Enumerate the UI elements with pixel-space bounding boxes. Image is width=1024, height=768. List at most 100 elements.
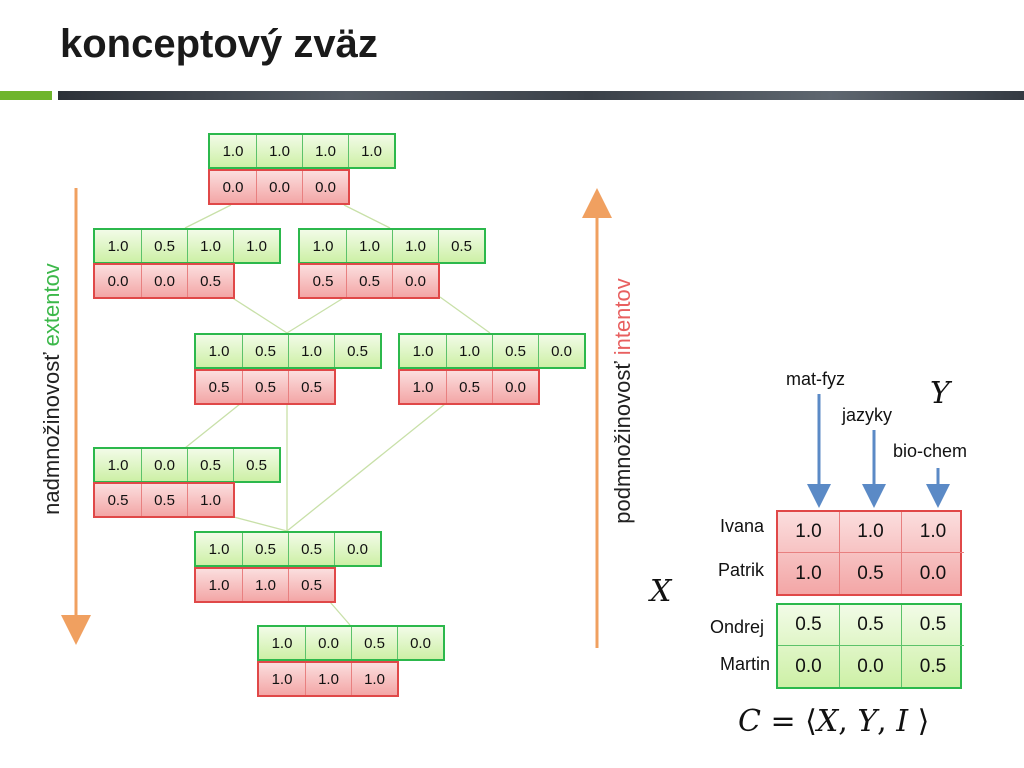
extent-cell: 0.5: [233, 449, 279, 481]
intent-cell: 1.0: [412, 378, 434, 396]
intent-cells: 0.0 0.0 0.5: [93, 263, 235, 299]
table-cell: 0.5: [840, 553, 902, 594]
extent-cell: 1.0: [312, 237, 334, 255]
label-prefix: podmnožinovosť: [610, 355, 635, 524]
accent-bar-green: [0, 91, 52, 100]
intent-cell: 0.5: [242, 371, 288, 403]
intent-cell: 0.5: [107, 491, 129, 509]
edge-n1-n3: [230, 296, 288, 334]
intent-cell: 1.0: [208, 576, 230, 594]
extent-cell: 0.0: [397, 627, 443, 659]
intent-cells: 1.0 0.5 0.0: [398, 369, 540, 405]
intent-cells: 0.5 0.5 0.0: [298, 263, 440, 299]
edge-n0-n1: [184, 204, 232, 229]
extent-cell: 0.5: [492, 335, 538, 367]
table-cell: 0.0: [919, 562, 947, 584]
extent-cells: 1.0 0.5 1.0 0.5: [194, 333, 382, 369]
extent-cell: 0.5: [334, 335, 380, 367]
intent-cell: 0.5: [208, 378, 230, 396]
table-cell: 0.0: [778, 646, 840, 687]
extent-cell: 1.0: [233, 230, 279, 262]
formula-sep: ,: [877, 704, 897, 739]
label-highlight: extentov: [39, 263, 64, 347]
formula: C = ⟨X, Y, I ⟩: [738, 704, 929, 739]
extent-cell: 1.0: [187, 230, 233, 262]
intent-cell: 0.5: [346, 265, 392, 297]
formula-i: I: [896, 704, 909, 739]
edge-n3-n5: [184, 403, 241, 449]
object-label: Patrik: [717, 560, 764, 580]
edge-n2-n4: [439, 296, 491, 334]
intent-cells: 0.5 0.5 1.0: [93, 482, 235, 518]
extent-cells: 1.0 1.0 1.0 0.5: [298, 228, 486, 264]
intent-cell: 0.0: [222, 178, 244, 196]
intent-cell: 0.0: [141, 265, 187, 297]
table-cell: 1.0: [778, 512, 840, 553]
edge-n2-n3: [286, 296, 346, 334]
formula-x: X: [816, 704, 839, 739]
extent-cell: 0.5: [288, 533, 334, 565]
intent-cell: 0.0: [492, 371, 538, 403]
extent-cell: 1.0: [348, 135, 394, 167]
extent-cell: 1.0: [208, 540, 230, 558]
y-symbol: Y: [930, 376, 950, 411]
intent-cell: 1.0: [351, 663, 397, 695]
accent-bar-dark: [58, 91, 1024, 100]
page-title: konceptový zväz: [60, 22, 378, 66]
table-cell: 1.0: [778, 553, 840, 594]
extent-cell: 0.5: [438, 230, 484, 262]
edge-n6-n7: [329, 601, 351, 626]
table-cell: 1.0: [902, 512, 964, 553]
label-prefix: nadmnožinovosť: [39, 346, 64, 515]
extent-cell: 0.0: [305, 627, 351, 659]
formula-eq: = ⟨: [760, 704, 817, 739]
extent-cell: 0.5: [141, 230, 187, 262]
extent-cell: 1.0: [271, 634, 293, 652]
context-table-extent: 0.5 0.5 0.5 0.0 0.0 0.5: [776, 603, 964, 689]
formula-y: Y: [857, 704, 878, 739]
intent-cell: 0.0: [107, 272, 129, 290]
extent-cells: 1.0 0.5 0.5 0.0: [194, 531, 382, 567]
extent-cell: 1.0: [107, 456, 129, 474]
intent-cell: 0.0: [302, 171, 348, 203]
extent-cell: 0.5: [351, 627, 397, 659]
table-cell: 0.0: [840, 646, 902, 687]
extent-cells: 1.0 0.0 0.5 0.0: [257, 625, 445, 661]
table-cell: 0.5: [778, 605, 840, 646]
intent-cell: 0.0: [256, 171, 302, 203]
extent-cell: 1.0: [446, 335, 492, 367]
intent-cell: 1.0: [187, 484, 233, 516]
label-highlight: intentov: [610, 278, 635, 356]
extent-cell: 1.0: [288, 335, 334, 367]
extent-cell: 0.0: [538, 335, 584, 367]
intent-cell: 0.0: [392, 265, 438, 297]
object-label: Ondrej: [709, 617, 764, 637]
intent-cell: 1.0: [305, 663, 351, 695]
intent-cells: 0.5 0.5 0.5: [194, 369, 336, 405]
attribute-label: mat-fyz: [786, 369, 846, 389]
intent-cell: 1.0: [242, 569, 288, 601]
edge-n4-n6: [286, 403, 446, 532]
intent-cell: 0.5: [446, 371, 492, 403]
attribute-label: bio-chem: [893, 441, 968, 461]
extent-cell: 1.0: [208, 342, 230, 360]
table-cell: 0.5: [919, 655, 947, 677]
extent-cells: 1.0 0.5 1.0 1.0: [93, 228, 281, 264]
extent-cell: 0.0: [334, 533, 380, 565]
extent-cell: 1.0: [412, 342, 434, 360]
extent-cell: 1.0: [256, 135, 302, 167]
label-intent-subset: podmnožinovosť intentov: [610, 241, 636, 561]
extent-cell: 1.0: [392, 230, 438, 262]
extent-cell: 0.5: [242, 533, 288, 565]
edge-n0-n2: [343, 204, 391, 229]
x-symbol: X: [650, 574, 672, 609]
intent-cell: 0.5: [312, 272, 334, 290]
intent-cells: 1.0 1.0 0.5: [194, 567, 336, 603]
extent-cell: 0.5: [242, 335, 288, 367]
object-label: Martin: [719, 654, 770, 674]
extent-cell: 1.0: [107, 237, 129, 255]
table-cell: 1.0: [840, 512, 902, 553]
edge-n5-n6: [229, 515, 288, 532]
intent-cell: 1.0: [271, 670, 293, 688]
intent-cell: 0.5: [288, 371, 334, 403]
